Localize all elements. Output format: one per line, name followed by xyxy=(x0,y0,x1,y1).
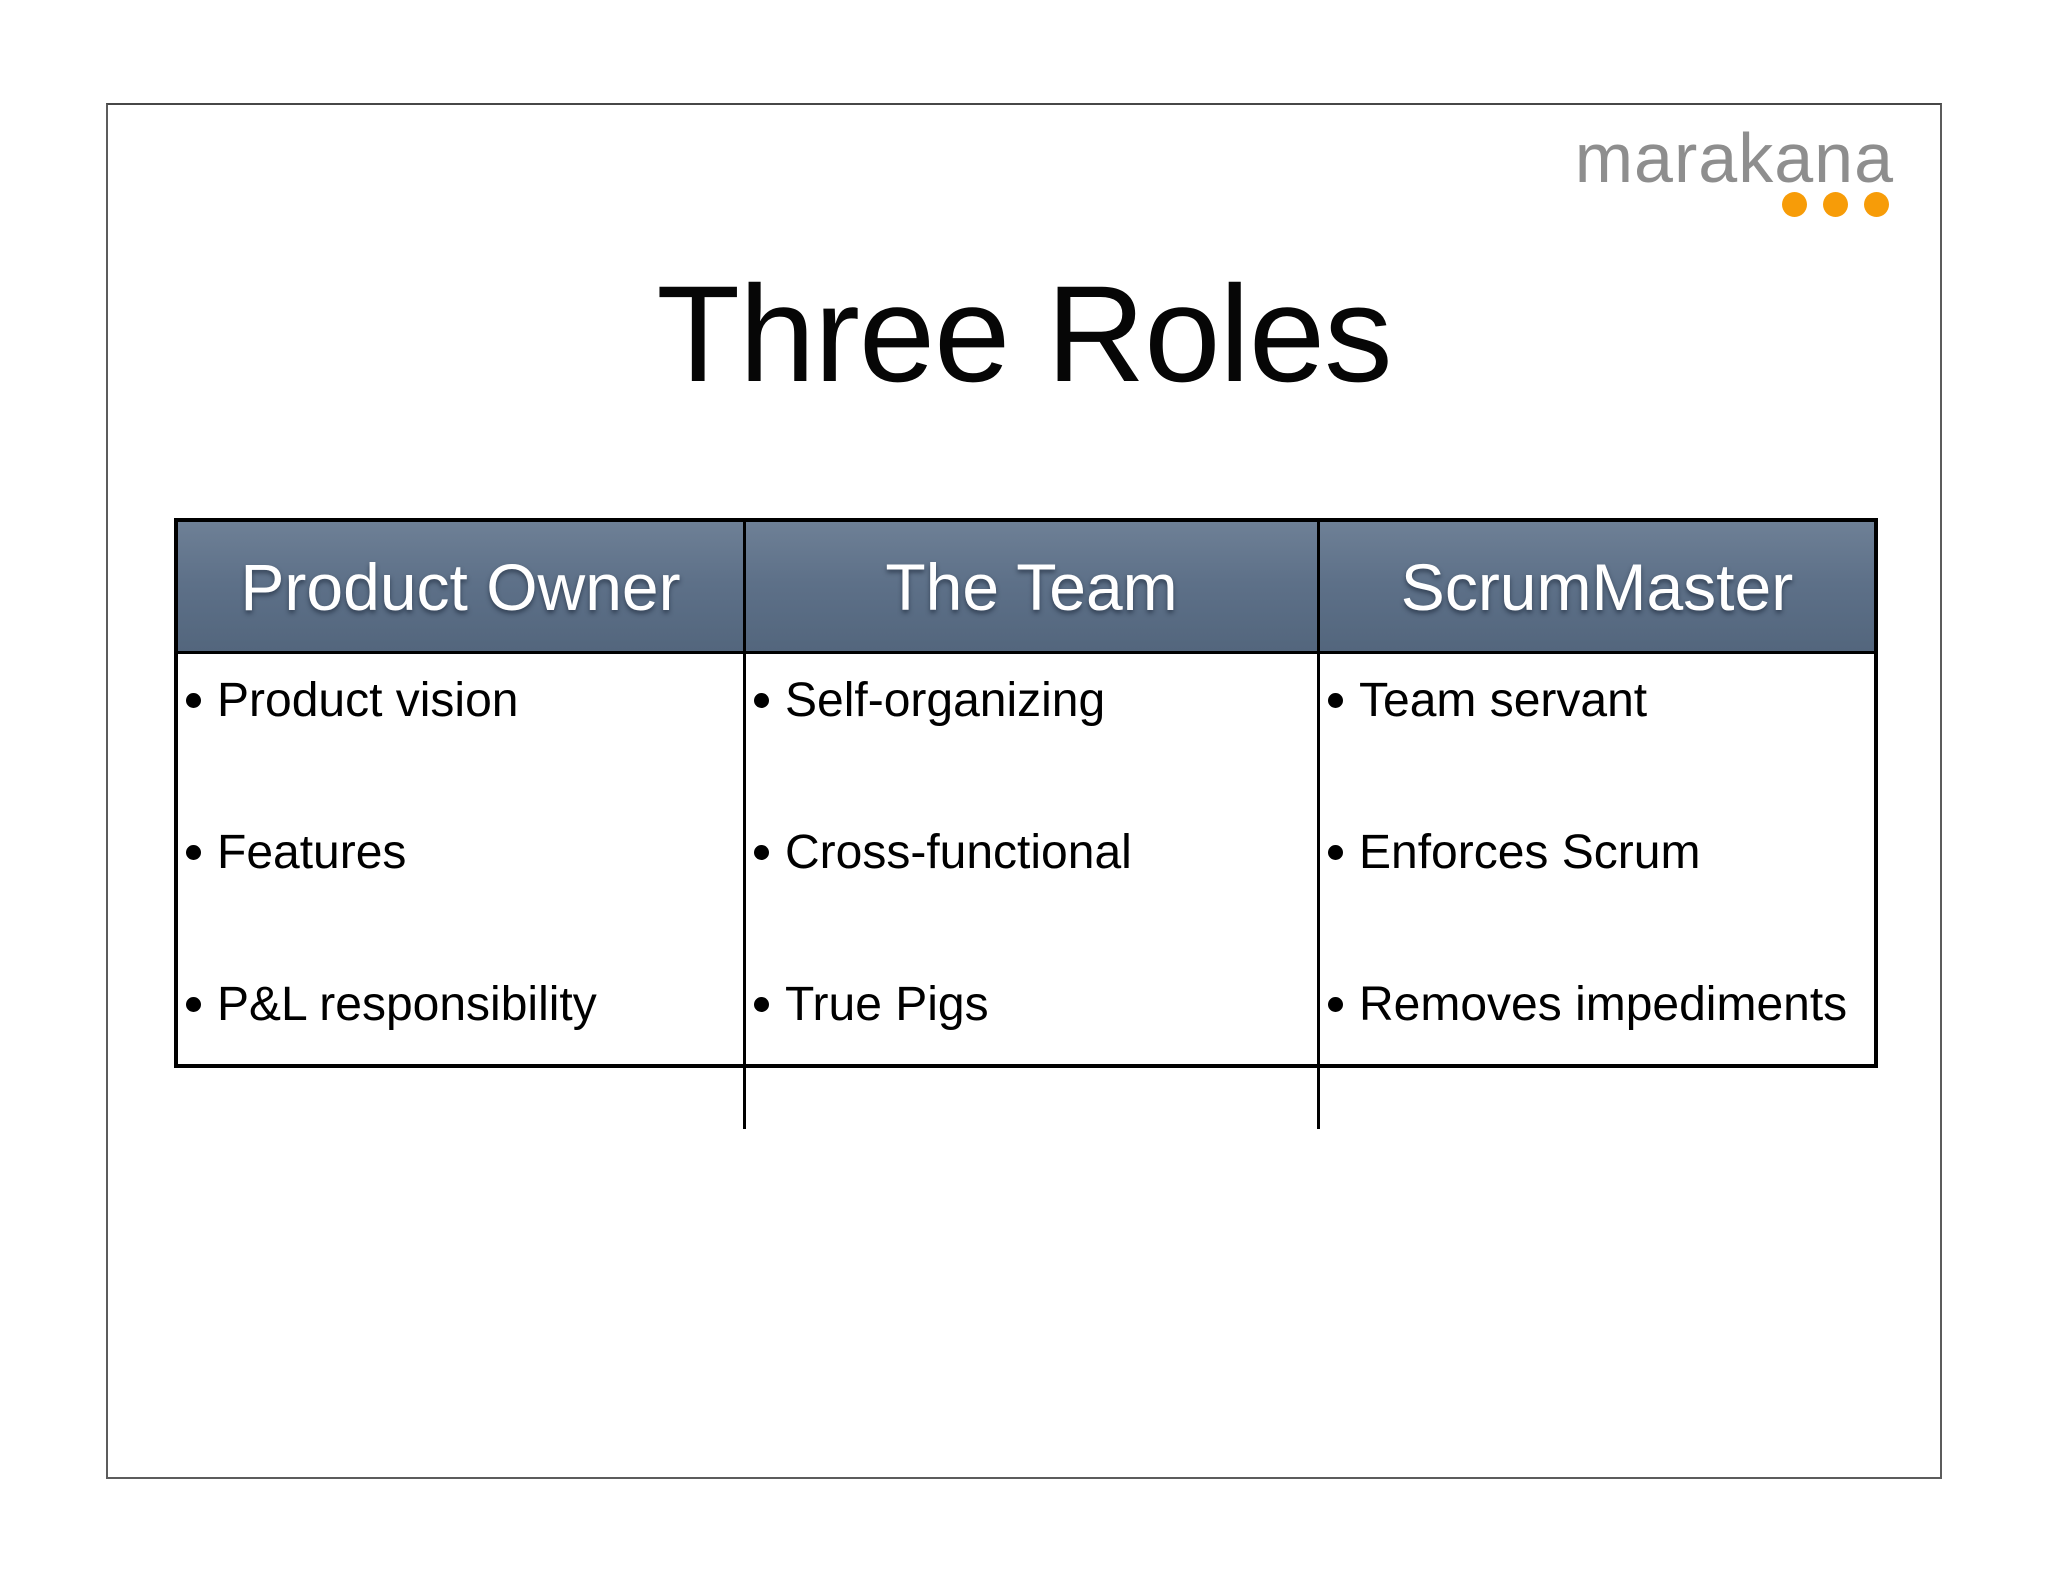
bullet-icon xyxy=(1328,693,1343,708)
bullet-icon xyxy=(186,997,201,1012)
bullet-text: P&L responsibility xyxy=(217,978,597,1031)
marakana-logo: marakana xyxy=(1575,123,1894,217)
bullet-icon xyxy=(186,845,201,860)
slide-title: Three Roles xyxy=(656,258,1392,411)
table-header-scrummaster: ScrumMaster xyxy=(1320,522,1874,654)
list-item: Self-organizing xyxy=(754,673,1311,729)
table-cell-the-team: Self-organizing Cross-functional True Pi… xyxy=(746,654,1320,1129)
list-item: Removes impediments xyxy=(1328,977,1868,1033)
bullet-text: Removes impediments xyxy=(1359,978,1848,1031)
bullet-text: Features xyxy=(217,826,407,879)
logo-dot-icon xyxy=(1864,192,1889,217)
list-item: P&L responsibility xyxy=(186,977,737,1033)
slide-frame: marakana Three Roles Product Owner The T… xyxy=(106,103,1942,1479)
marakana-logo-text: marakana xyxy=(1574,119,1894,197)
list-item: Features xyxy=(186,825,737,881)
bullet-icon xyxy=(186,693,201,708)
bullet-icon xyxy=(754,845,769,860)
bullet-text: Product vision xyxy=(217,674,519,727)
list-item: True Pigs xyxy=(754,977,1311,1033)
bullet-icon xyxy=(754,997,769,1012)
bullet-text: Enforces Scrum xyxy=(1359,826,1701,879)
table-header-product-owner: Product Owner xyxy=(178,522,746,654)
marakana-logo-dots xyxy=(1575,192,1894,217)
bullet-icon xyxy=(1328,997,1343,1012)
table-header-the-team: The Team xyxy=(746,522,1320,654)
logo-dot-icon xyxy=(1782,192,1807,217)
bullet-text: Team servant xyxy=(1359,674,1648,727)
list-item: Cross-functional xyxy=(754,825,1311,881)
table-cell-scrummaster: Team servant Enforces Scrum Removes impe… xyxy=(1320,654,1874,1129)
list-item: Enforces Scrum xyxy=(1328,825,1868,881)
roles-table: Product Owner The Team ScrumMaster Produ… xyxy=(174,518,1878,1129)
bullet-text: Cross-functional xyxy=(785,826,1132,879)
bullet-icon xyxy=(754,693,769,708)
list-item: Product vision xyxy=(186,673,737,729)
logo-dot-icon xyxy=(1823,192,1848,217)
bullet-text: Self-organizing xyxy=(785,674,1106,727)
list-item: Team servant xyxy=(1328,673,1868,729)
table-cell-product-owner: Product vision Features P&L responsibili… xyxy=(178,654,746,1129)
bullet-icon xyxy=(1328,845,1343,860)
bullet-text: True Pigs xyxy=(785,978,989,1031)
